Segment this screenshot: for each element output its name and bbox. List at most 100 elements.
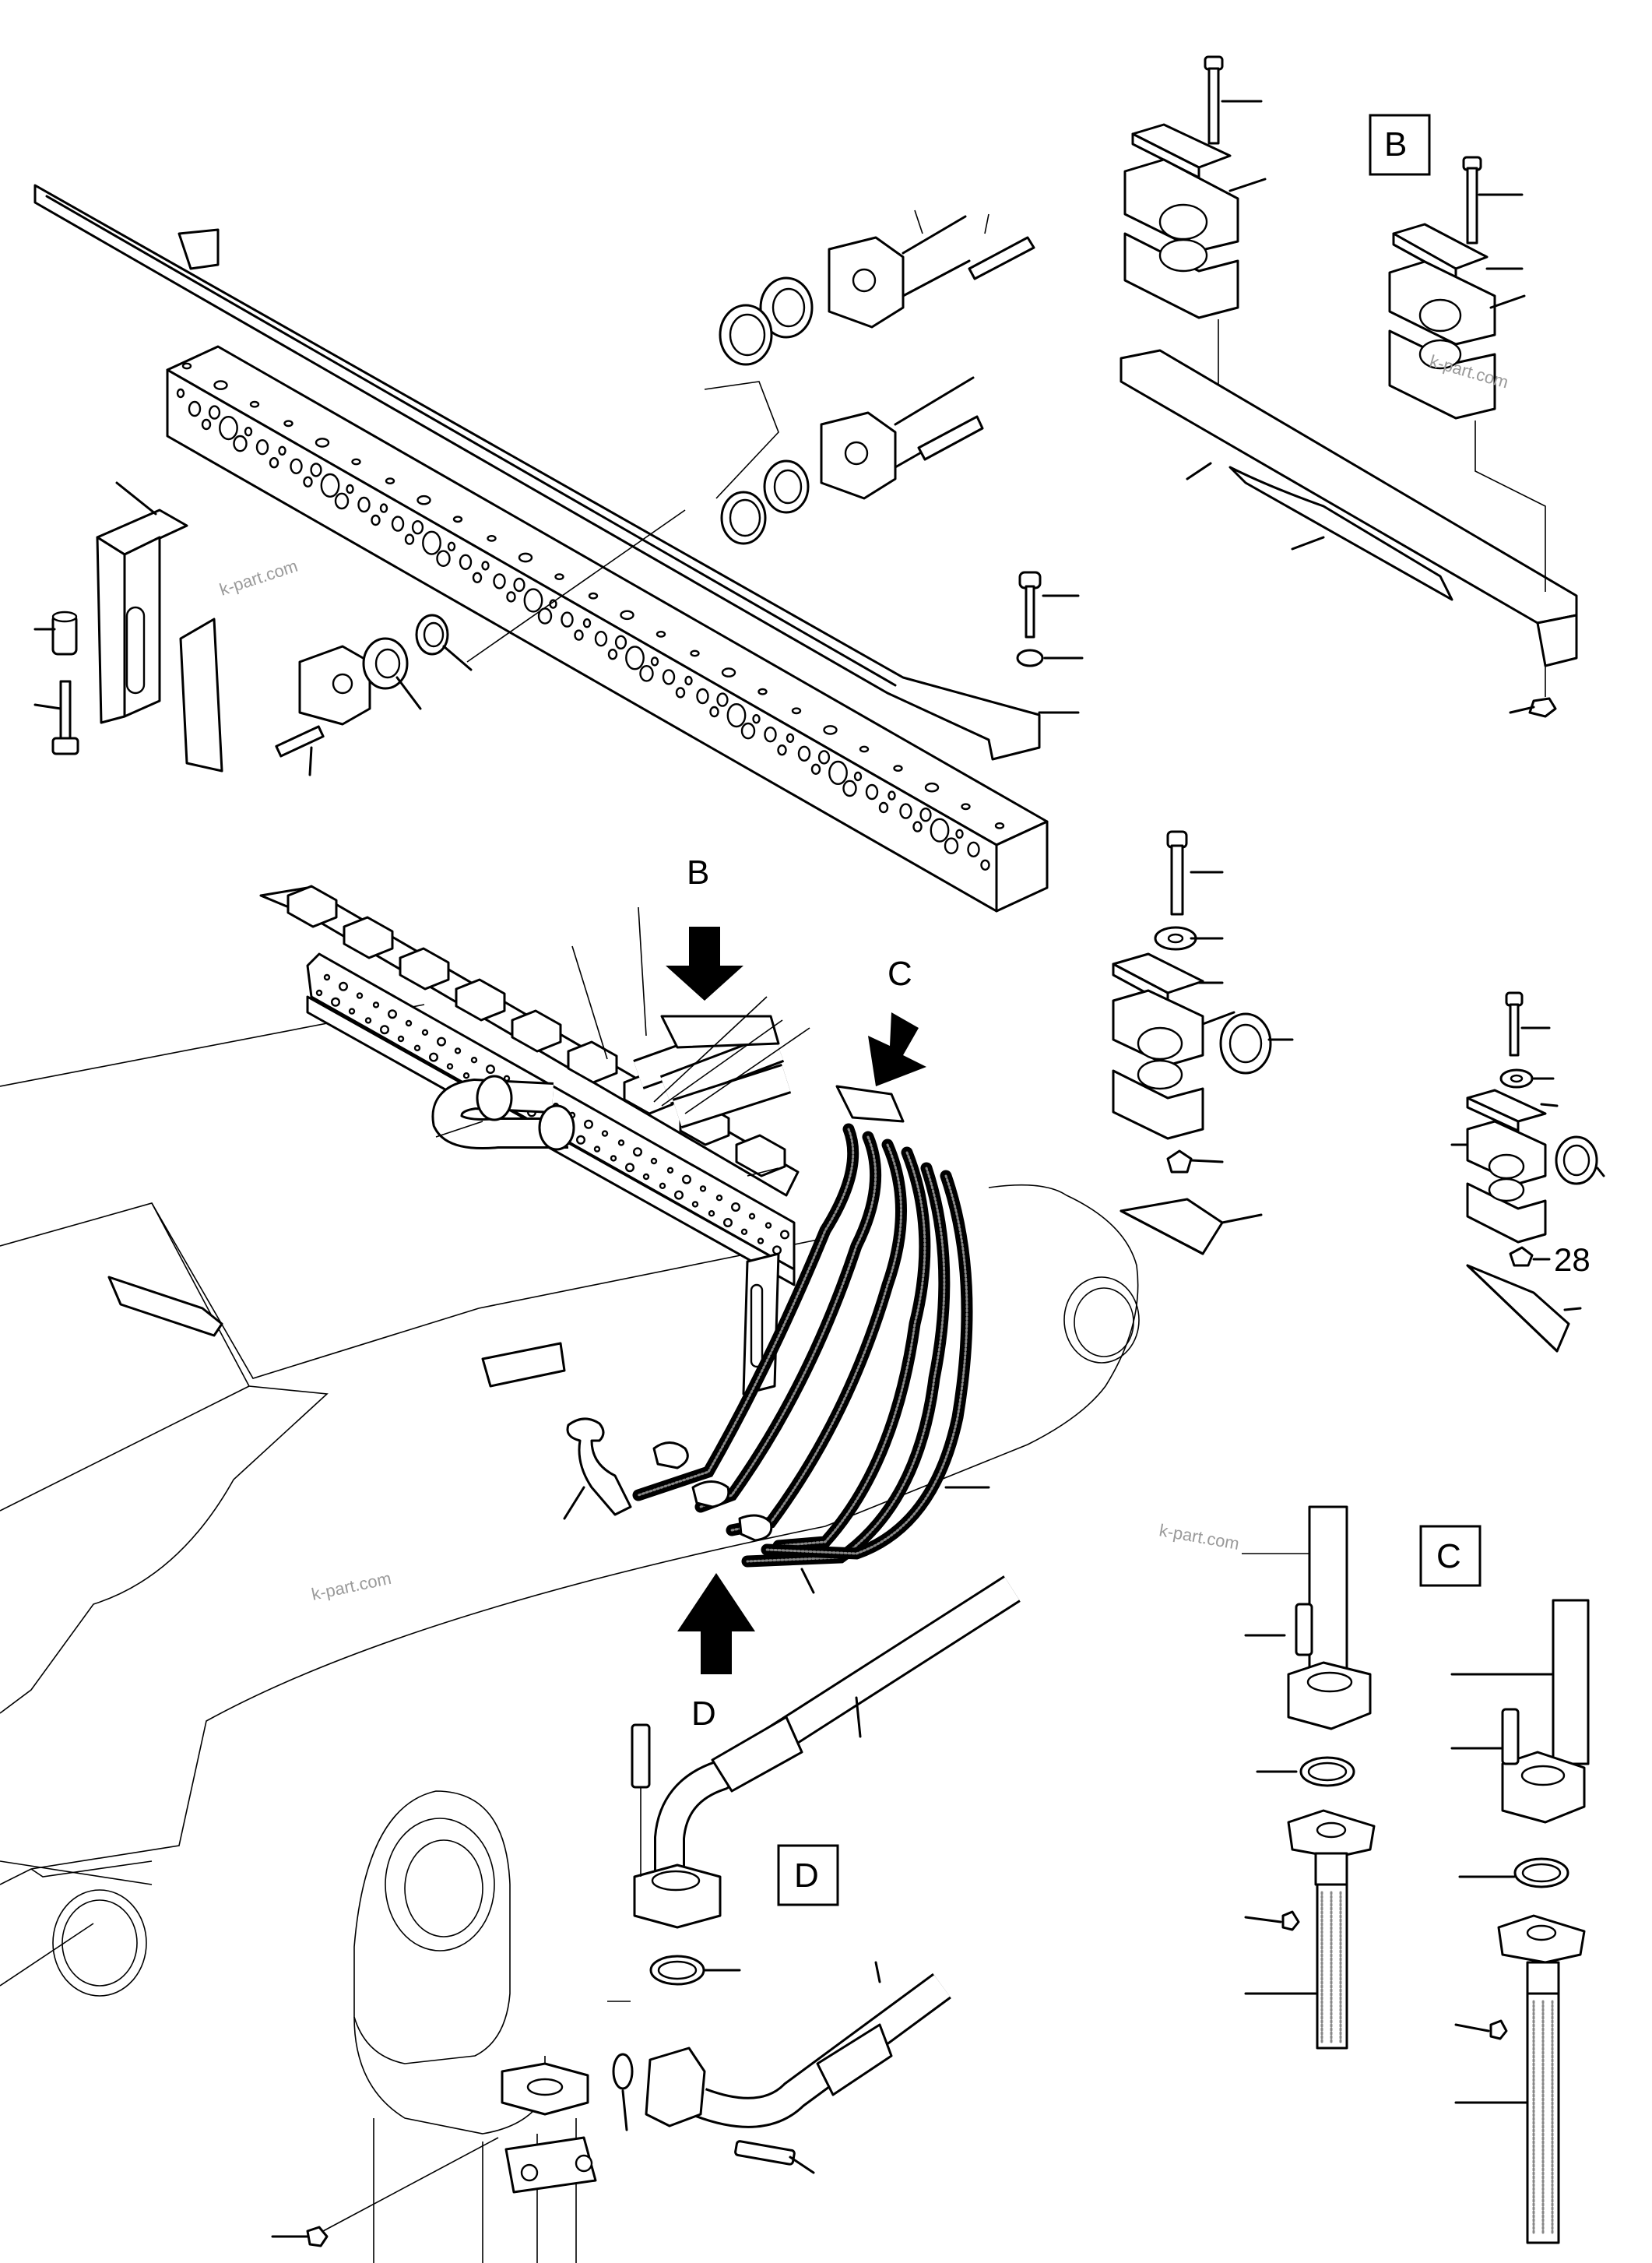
mounting-hole (912, 821, 923, 832)
mounting-hole (919, 807, 932, 822)
mounting-hole (675, 687, 686, 699)
mounting-hole (290, 458, 303, 474)
manifold-holes (176, 362, 1005, 871)
mounting-hole (656, 631, 666, 638)
mounting-hole (723, 1217, 733, 1227)
view-d-label: D (794, 1857, 819, 1895)
mounting-hole (486, 1064, 496, 1074)
mounting-hole (459, 554, 473, 570)
mounting-hole (625, 1163, 635, 1173)
view-c-label: C (1436, 1537, 1461, 1575)
mounting-hole (994, 822, 1005, 829)
mounting-hole (731, 1202, 741, 1212)
mounting-hole (980, 859, 990, 871)
watermark-3: k-part.com (310, 1568, 393, 1604)
mounting-hole (244, 427, 253, 437)
mounting-hole (614, 635, 627, 649)
mounting-hole (176, 388, 185, 399)
view-d-box (777, 1844, 839, 1906)
watermark-4: k-part.com (1158, 1520, 1241, 1554)
view-b-box (1369, 114, 1431, 176)
mounting-hole (797, 745, 811, 762)
mounting-hole (740, 722, 756, 740)
mounting-hole (208, 405, 221, 420)
mounting-hole (617, 1139, 625, 1146)
mounting-hole (364, 1017, 372, 1024)
mounting-hole (777, 744, 787, 756)
bolt-and-nut-right (1016, 571, 1084, 714)
view-d-assembly: D (607, 1575, 1021, 2174)
mounting-hole (452, 516, 463, 523)
mounting-hole (518, 552, 533, 563)
mounting-hole (721, 667, 736, 677)
mounting-hole (967, 841, 980, 858)
mounting-hole (859, 745, 870, 753)
mounting-hole (372, 1001, 380, 1008)
mounting-hole (421, 1029, 429, 1036)
mounting-hole (255, 439, 269, 456)
mounting-hole (493, 573, 506, 590)
mounting-hole (561, 611, 574, 628)
mounting-hole (201, 418, 212, 431)
mounting-hole (404, 533, 415, 545)
view-b-assembly: B (1119, 55, 1578, 718)
small-manifold-holes (315, 973, 790, 1255)
mounting-hole (682, 1174, 692, 1184)
mounting-hole (447, 541, 456, 551)
mounting-hole (740, 1228, 748, 1236)
main-leader-lines (435, 906, 810, 1177)
view-c-box (1419, 1525, 1482, 1587)
mounting-hole (601, 1130, 609, 1137)
mounting-hole (633, 1147, 643, 1157)
clamp-stack-b-small (1388, 156, 1546, 592)
arrow-b (666, 927, 743, 1001)
mounting-hole (405, 1019, 413, 1027)
mounting-hole (772, 1245, 782, 1255)
pipe-clamp (455, 978, 506, 1022)
mounting-hole (278, 445, 286, 456)
mounting-hole (588, 592, 599, 600)
pipe-clamp (511, 1009, 562, 1053)
cylinder-eye (271, 1790, 597, 2263)
mounting-hole (574, 629, 584, 641)
arrow-d-label: D (691, 1695, 716, 1733)
mounting-hole (554, 573, 564, 580)
spacer-and-bolt-left (33, 611, 79, 755)
mounting-hole (303, 476, 313, 487)
item-number-28: 28 (1554, 1241, 1590, 1278)
pipe-clamp (735, 1134, 786, 1177)
mounting-hole (865, 783, 879, 801)
mounting-hole (708, 1209, 715, 1217)
flange-upper (719, 215, 1035, 366)
mounting-hole (752, 714, 761, 724)
mounting-hole (446, 1063, 454, 1070)
mounting-hole (310, 463, 322, 477)
mounting-hole (666, 1167, 674, 1174)
mounting-hole (924, 782, 940, 793)
mounting-hole (584, 1119, 594, 1129)
mounting-hole (650, 656, 659, 667)
mounting-hole (506, 591, 516, 603)
mounting-hole (334, 492, 350, 510)
mounting-hole (786, 733, 795, 743)
view-b-label: B (1384, 125, 1407, 164)
mounting-hole (757, 688, 768, 695)
mounting-hole (437, 1036, 447, 1047)
view-c-assembly: C (1242, 1505, 1590, 2244)
mounting-hole (696, 688, 709, 705)
mounting-hole (397, 1035, 405, 1043)
mounting-hole (610, 1155, 617, 1162)
clamp-rail (1119, 349, 1578, 667)
mounting-hole (219, 415, 238, 441)
mounting-hole (899, 803, 912, 819)
mounting-hole (233, 435, 248, 452)
mounting-hole (893, 765, 903, 772)
mounting-hole (582, 618, 592, 628)
mounting-hole (391, 516, 405, 532)
direction-arrows: B C D (666, 853, 926, 1733)
clamp-exploded-mid (1112, 830, 1294, 1255)
mounting-hole (470, 1056, 478, 1064)
clamp-half-lower-b (1123, 232, 1239, 319)
mounting-hole (757, 1237, 764, 1244)
mounting-hole (853, 771, 863, 782)
